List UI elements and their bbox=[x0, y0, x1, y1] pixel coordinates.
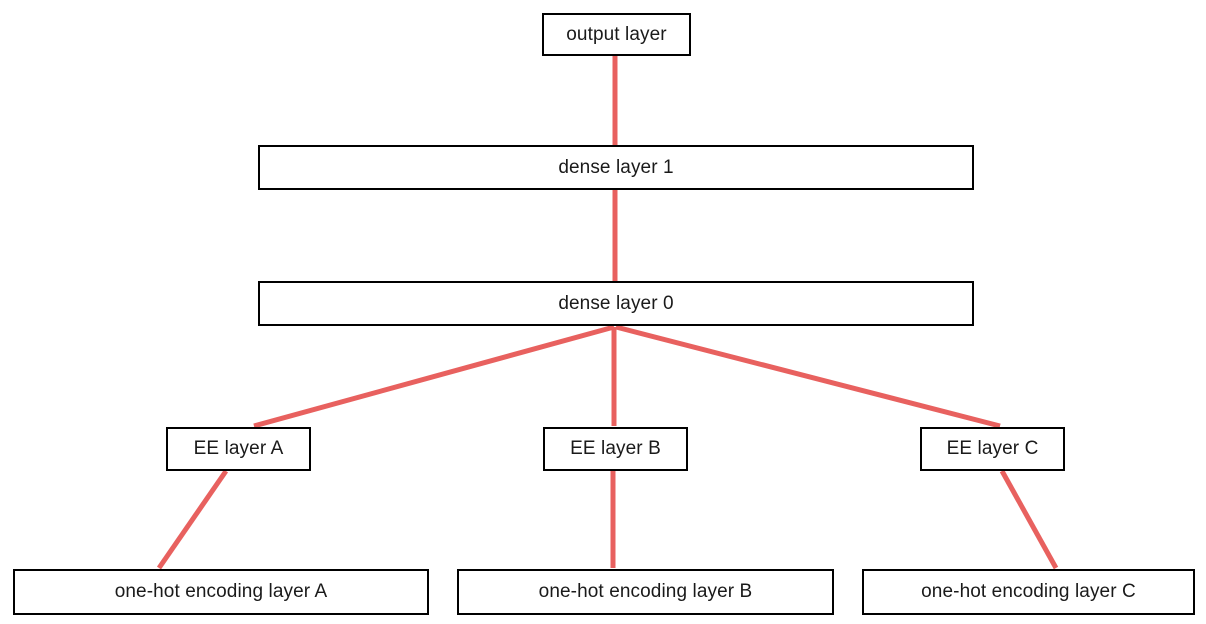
node-label-one-hot-encoding-layer-a: one-hot encoding layer A bbox=[114, 581, 328, 602]
node-label-dense-layer-1: dense layer 1 bbox=[558, 156, 674, 178]
edge-onehot-c-to-ee-c bbox=[999, 469, 1059, 570]
node-label-ee-layer-a: EE layer A bbox=[193, 438, 284, 459]
edge-ee-a-to-dense0 bbox=[253, 324, 615, 429]
node-label-ee-layer-b: EE layer B bbox=[570, 438, 661, 459]
node-one-hot-encoding-layer-b[interactable]: one-hot encoding layer B bbox=[457, 569, 834, 615]
node-label-dense-layer-0: dense layer 0 bbox=[558, 292, 674, 314]
node-output-layer[interactable]: output layer bbox=[542, 13, 691, 56]
node-ee-layer-c[interactable]: EE layer C bbox=[920, 427, 1065, 471]
node-dense-layer-1[interactable]: dense layer 1 bbox=[258, 145, 974, 190]
node-label-ee-layer-c: EE layer C bbox=[946, 438, 1039, 459]
node-ee-layer-b[interactable]: EE layer B bbox=[543, 427, 688, 471]
node-dense-layer-0[interactable]: dense layer 0 bbox=[258, 281, 974, 326]
node-one-hot-encoding-layer-c[interactable]: one-hot encoding layer C bbox=[862, 569, 1195, 615]
node-label-output-layer: output layer bbox=[566, 23, 667, 45]
node-label-one-hot-encoding-layer-c: one-hot encoding layer C bbox=[921, 581, 1136, 602]
node-ee-layer-a[interactable]: EE layer A bbox=[166, 427, 311, 471]
edge-onehot-a-to-ee-a bbox=[156, 469, 229, 570]
edge-ee-c-to-dense0 bbox=[615, 324, 1001, 429]
node-label-one-hot-encoding-layer-b: one-hot encoding layer B bbox=[538, 581, 753, 602]
node-one-hot-encoding-layer-a[interactable]: one-hot encoding layer A bbox=[13, 569, 429, 615]
